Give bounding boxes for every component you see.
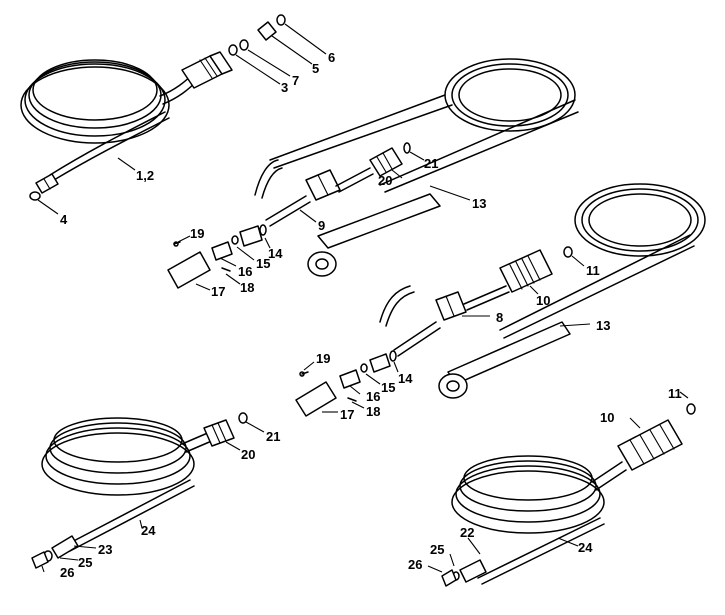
label-part-5: 5 — [312, 61, 319, 76]
label-part-6: 6 — [328, 50, 335, 65]
hose-coil-bottom-left — [41, 417, 215, 552]
label-part-16-top: 16 — [238, 264, 252, 279]
label-part-1-2: 1,2 — [136, 168, 154, 183]
label-part-19-middle: 19 — [316, 351, 330, 366]
label-part-4: 4 — [60, 212, 68, 227]
label-part-14-top: 14 — [268, 246, 283, 261]
label-part-20-top: 20 — [378, 173, 392, 188]
leader-lines — [37, 23, 689, 573]
hose-fitting-bottom-left — [31, 412, 248, 569]
label-part-17-top: 17 — [211, 284, 225, 299]
nozzle-parts-top — [167, 224, 267, 289]
lance-top — [254, 142, 411, 227]
label-part-14-middle: 14 — [398, 371, 413, 386]
label-part-21-bottom: 21 — [266, 429, 280, 444]
label-part-20-bottom: 20 — [241, 447, 255, 462]
o-rings-top-left — [29, 14, 286, 201]
label-part-15-top: 15 — [256, 256, 270, 271]
label-part-9: 9 — [318, 218, 325, 233]
label-part-8: 8 — [496, 310, 503, 325]
label-part-22: 22 — [460, 525, 474, 540]
label-part-11-middle: 11 — [586, 263, 600, 278]
label-part-16-middle: 16 — [366, 389, 380, 404]
label-part-17-middle: 17 — [340, 407, 354, 422]
label-part-10-middle: 10 — [536, 293, 550, 308]
hose-fitting-bottom-right — [441, 403, 696, 587]
hose-coil-bottom-right — [451, 455, 627, 585]
label-part-13-top: 13 — [472, 196, 486, 211]
label-part-23: 23 — [98, 542, 112, 557]
label-part-18-middle: 18 — [366, 404, 380, 419]
label-part-24-right: 24 — [578, 540, 593, 555]
nozzle-parts-middle — [295, 350, 397, 417]
label-part-11-bottom: 11 — [668, 386, 682, 401]
hose-coil-top-left — [20, 59, 199, 181]
lance-tube-top — [307, 193, 441, 277]
label-part-3: 3 — [281, 80, 288, 95]
label-part-13-middle: 13 — [596, 318, 610, 333]
label-part-19-top: 19 — [190, 226, 204, 241]
label-part-7: 7 — [292, 73, 299, 88]
label-part-21-top: 21 — [424, 156, 438, 171]
label-part-26-right: 26 — [408, 557, 422, 572]
label-part-10-bottom: 10 — [600, 410, 614, 425]
lance-tube-middle — [438, 321, 571, 399]
hose-coil-middle-right — [499, 183, 706, 339]
hose-coil-top-right — [269, 58, 579, 193]
o-ring-middle — [563, 246, 573, 258]
part-number-labels: 1,2 3 4 5 6 7 8 9 10 10 11 11 13 13 14 1… — [60, 50, 682, 580]
label-part-18-top: 18 — [240, 280, 254, 295]
label-part-25-right: 25 — [430, 542, 444, 557]
lance-middle — [379, 249, 553, 357]
hose-fitting-top-left — [35, 51, 233, 194]
label-part-24-left: 24 — [141, 523, 156, 538]
label-part-15-middle: 15 — [381, 380, 395, 395]
label-part-26-left: 26 — [60, 565, 74, 580]
label-part-25-left: 25 — [78, 555, 92, 570]
